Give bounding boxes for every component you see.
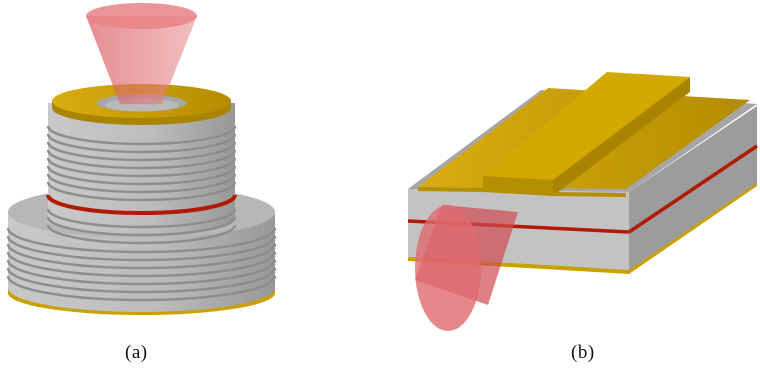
ridge-side	[553, 77, 690, 196]
ridge-front	[483, 176, 553, 196]
upper-mesa-side	[48, 103, 235, 237]
lower-dbr-stripes	[6, 227, 277, 302]
active-layer-side	[628, 144, 758, 234]
ridge-top	[483, 72, 690, 180]
caption-a: (a)	[125, 342, 148, 363]
emission-beam-top	[86, 3, 197, 29]
contact-edge-right	[553, 192, 626, 197]
emission-beam-b-face	[415, 205, 481, 331]
caption-b: (b)	[571, 342, 595, 363]
upper-dbr-stripes	[46, 125, 237, 245]
edge-emitter-structure	[407, 72, 758, 331]
vcsel-structure	[6, 3, 277, 315]
emission-beam	[86, 16, 197, 104]
active-layer	[46, 194, 237, 215]
contact-edge-left	[418, 187, 483, 192]
